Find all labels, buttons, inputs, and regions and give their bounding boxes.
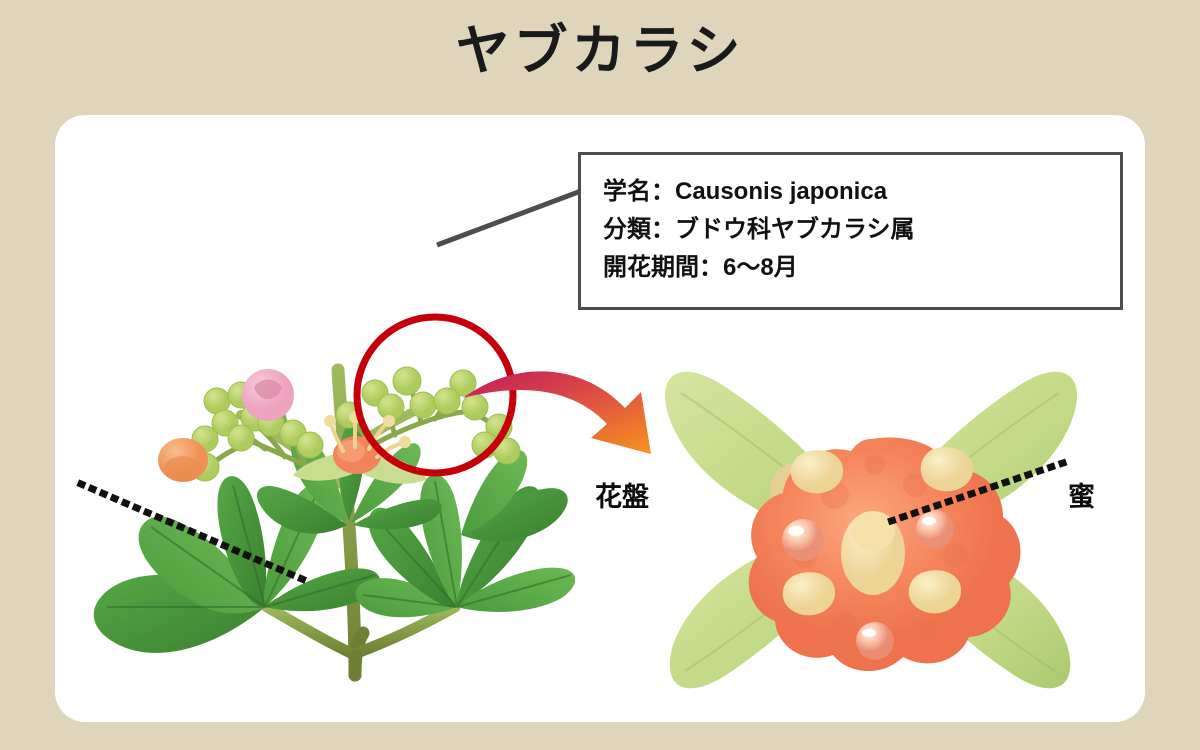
page-title: ヤブカラシ <box>455 21 745 81</box>
orange-flower <box>158 438 208 482</box>
transition-arrow <box>463 371 651 454</box>
species-info-box: 学名：Causonis japonica 分類：ブドウ科ヤブカラシ属 開花期間：… <box>578 152 1123 310</box>
info-line-bloom-period: 開花期間：6〜8月 <box>603 254 798 281</box>
highlight-circle <box>353 313 517 477</box>
info-line-classification: 分類：ブドウ科ヤブカラシ属 <box>603 216 915 243</box>
leaf-right-extra <box>461 450 568 542</box>
callout-label-floral-disc: 花盤 <box>595 482 649 512</box>
highlighted-flower <box>293 411 427 484</box>
callout-label-nectar: 蜜 <box>1068 482 1095 512</box>
flower-cluster-left <box>158 369 324 482</box>
pistil-tip <box>851 511 895 551</box>
flower-closeup-illustration <box>664 371 1078 689</box>
pink-flower <box>242 369 294 421</box>
info-line-scientific-name: 学名：Causonis japonica <box>603 178 888 205</box>
content-card: 花盤 蜜 学名：Causonis japonica 分類：ブドウ科ヤブカラシ属 … <box>55 115 1145 722</box>
